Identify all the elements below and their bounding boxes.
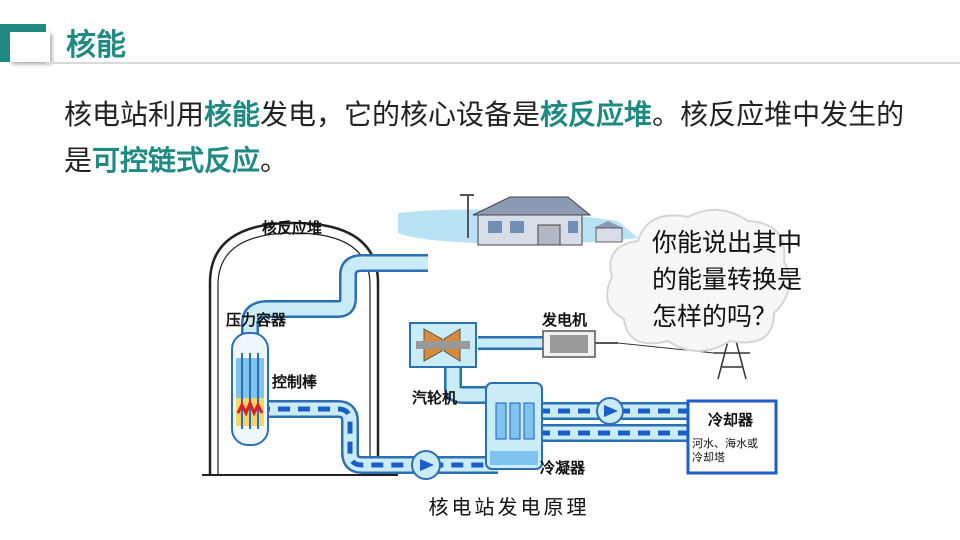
steam-pipe (243, 256, 428, 343)
label-cooler: 冷却器 (708, 411, 754, 429)
intro-segment: 。 (260, 144, 289, 177)
label-condenser: 冷凝器 (540, 459, 586, 477)
cooling-pump-arrow-icon (604, 405, 618, 417)
house-icon (472, 196, 623, 246)
label-control-rods: 控制棒 (272, 373, 318, 391)
label-reactor: 核反应堆 (262, 219, 323, 237)
intro-highlight: 可控链式反应 (92, 144, 261, 177)
exhaust-pipe (446, 365, 498, 402)
primary-loop-flow (258, 406, 498, 468)
pressure-vessel (231, 332, 269, 446)
pump-arrow-icon (420, 459, 434, 471)
title-divider (46, 62, 960, 64)
condenser-icon (485, 382, 543, 470)
label-pressure-vessel: 压力容器 (226, 311, 287, 329)
label-generator: 发电机 (542, 311, 588, 329)
intro-segment: 。核反应堆中发生的是 (64, 98, 905, 177)
label-cooler-note-2: 冷却塔 (692, 451, 725, 464)
title-marker-icon (0, 24, 50, 62)
bubble-line: 的能量转换是 (652, 265, 803, 294)
intro-highlight: 核反应堆 (540, 98, 653, 131)
label-turbine: 汽轮机 (412, 389, 458, 407)
generator-icon (542, 330, 618, 358)
cooler-box (686, 399, 778, 475)
nuclear-plant-diagram: 核反应堆 压力容器 控制棒 汽轮机 发电机 冷凝器 冷却器 河水、海水或 冷却塔 (198, 183, 791, 483)
intro-segment: 核电站利用 (64, 98, 205, 131)
label-cooler-note-1: 河水、海水或 (692, 437, 758, 450)
title-bar: 核能 (0, 18, 960, 64)
turbine-icon (409, 322, 477, 368)
diagram-caption: 核电站发电原理 (428, 495, 590, 519)
bubble-line: 你能说出其中 (652, 228, 803, 257)
intro-segment: 发电，它的核心设备是 (260, 98, 541, 131)
intro-paragraph: 核电站利用核能发电，它的核心设备是核反应堆。核反应堆中发生的是可控链式反应。 (64, 92, 924, 184)
bubble-line: 怎样的吗？ (652, 302, 778, 331)
bubble-question: 你能说出其中 的能量转换是 怎样的吗？ (652, 224, 842, 335)
intro-highlight: 核能 (204, 98, 261, 131)
slide-title: 核能 (66, 28, 126, 63)
thought-bubble-icon (606, 208, 791, 352)
